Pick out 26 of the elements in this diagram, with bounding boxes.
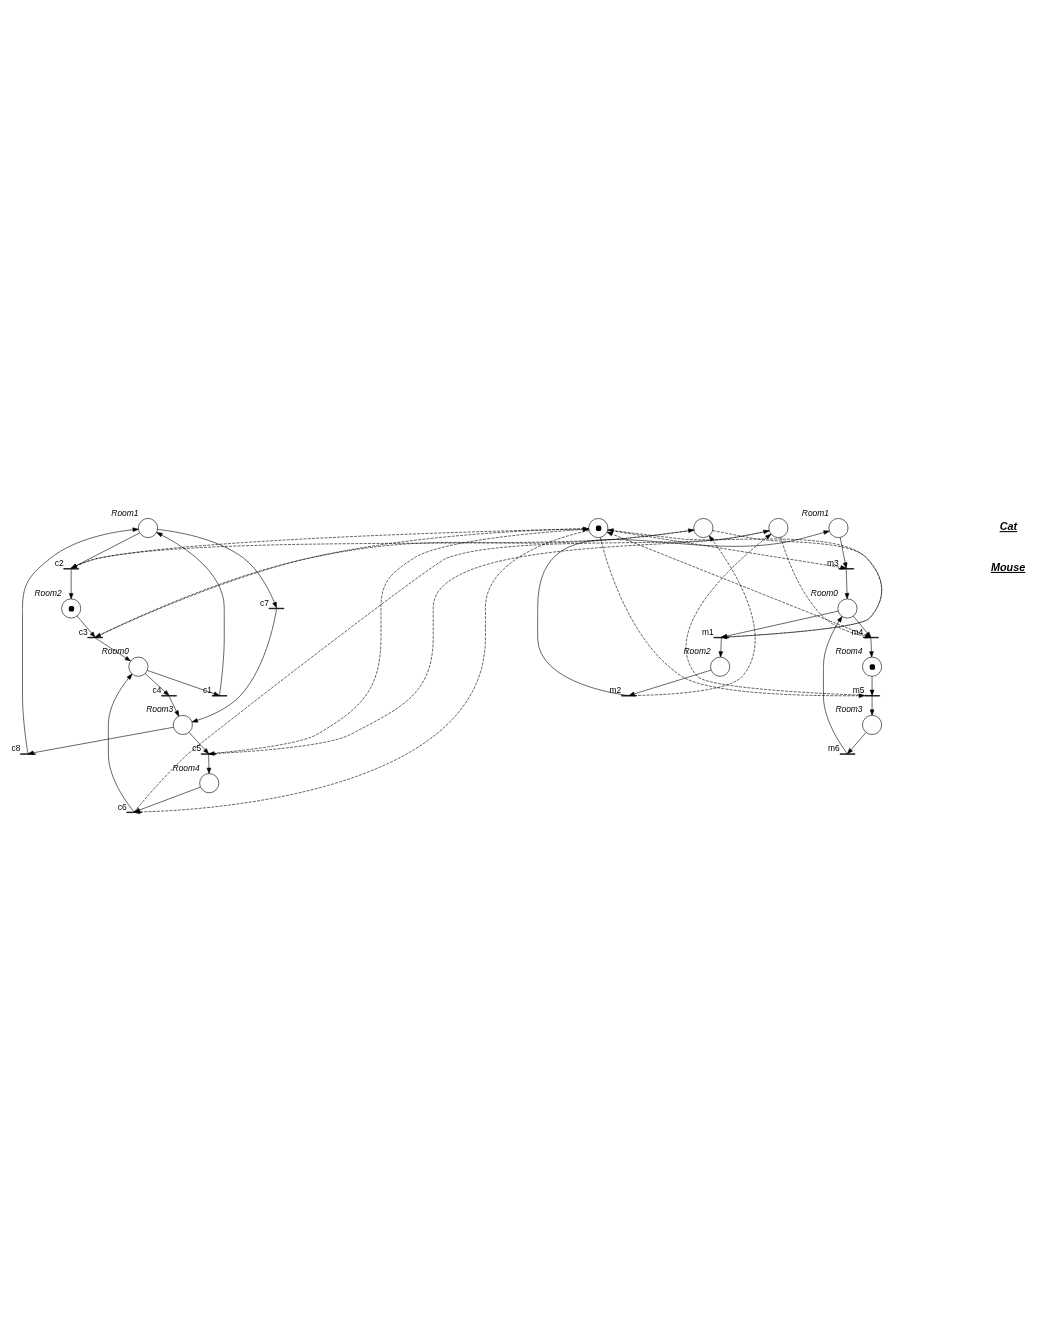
node-label: Room2 [34, 587, 62, 598]
label: Mouse [990, 560, 1026, 573]
node-label: Room1 [801, 507, 829, 518]
node-label: Room3 [146, 704, 174, 715]
node-label: m1 [702, 627, 714, 637]
label: Cat [999, 520, 1018, 533]
node-label: m2 [609, 685, 622, 696]
node-label: Room4 [172, 762, 200, 773]
node-label: c2 [54, 558, 64, 569]
node-label: m6 [828, 743, 840, 754]
node-label: c3 [78, 627, 88, 637]
node-label: Room2 [683, 646, 711, 657]
node-label: m3 [826, 558, 839, 569]
node-label: m4 [851, 627, 864, 637]
node-label: c4 [152, 685, 162, 696]
node-label: Room0 [810, 587, 838, 598]
node-label: c7 [260, 597, 269, 608]
node-label: Room3 [835, 704, 863, 715]
node-label: Room4 [835, 646, 863, 657]
node-label: m5 [852, 685, 865, 696]
node-label: c6 [117, 801, 127, 812]
node-label: c5 [192, 743, 202, 754]
node-label: c8 [11, 743, 21, 754]
node-label: c1 [203, 685, 212, 696]
node-label: Room0 [101, 646, 129, 657]
node-label: Room1 [111, 507, 139, 518]
